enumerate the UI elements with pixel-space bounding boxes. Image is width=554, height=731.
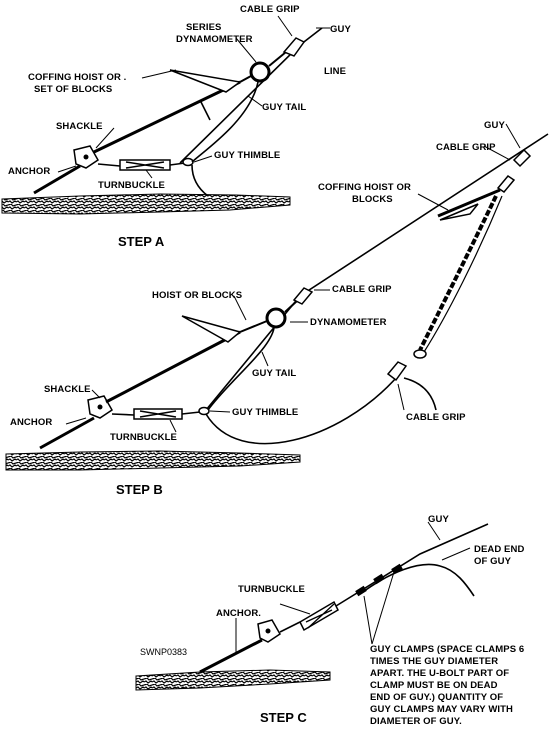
step-c-guy-clamp xyxy=(391,563,403,575)
step-a-guy-tail xyxy=(191,81,259,163)
step-b-hoist xyxy=(105,330,241,404)
step-b-cable-grip-top xyxy=(512,148,532,168)
step-a-title: STEP A xyxy=(118,234,165,249)
step-c-note-line: GUY CLAMPS MAY VARY WITH xyxy=(370,704,513,715)
step-a-anchor-rod xyxy=(33,164,81,195)
step-c-label-dead-end-2: OF GUY xyxy=(474,556,512,567)
step-b-label-guy: GUY xyxy=(484,120,505,131)
step-b-label-turnbuckle: TURNBUCKLE xyxy=(110,432,177,443)
step-b-anchor-rod xyxy=(39,416,95,450)
step-a-ground xyxy=(1,193,291,215)
step-c-label-guy: GUY xyxy=(428,514,449,525)
step-b-label-shackle: SHACKLE xyxy=(44,384,91,395)
step-c-anchor-rod xyxy=(199,638,263,674)
step-b-label-guy-thimble: GUY THIMBLE xyxy=(232,407,298,418)
step-c-clamp-note: GUY CLAMPS (SPACE CLAMPS 6 TIMES THE GUY… xyxy=(370,644,524,727)
step-a-label-line: LINE xyxy=(324,66,346,77)
step-c-label-anchor: ANCHOR. xyxy=(216,608,261,619)
step-a-label-hoist-2: SET OF BLOCKS xyxy=(34,84,112,95)
step-a-hoist xyxy=(93,80,241,154)
step-c-note-line: TIMES THE GUY DIAMETER xyxy=(370,656,498,667)
step-a-label-cable-grip: CABLE GRIP xyxy=(240,4,300,15)
step-a-label-anchor: ANCHOR xyxy=(8,166,50,177)
step-b-ground xyxy=(5,450,301,471)
step-a-dynamometer xyxy=(249,61,271,83)
step-a-label-dynamometer: DYNAMOMETER xyxy=(176,34,253,45)
step-a-guy-thimble xyxy=(182,157,194,167)
step-b-label-cable-grip-mid: CABLE GRIP xyxy=(332,284,392,295)
step-b-label-cable-grip-low: CABLE GRIP xyxy=(406,412,466,423)
step-a-label-guy-thimble: GUY THIMBLE xyxy=(214,150,280,161)
step-b-cable-grip-mid xyxy=(292,287,314,305)
step-c-guy-clamp xyxy=(355,585,367,597)
step-c-note-line: GUY CLAMPS (SPACE CLAMPS 6 xyxy=(370,644,524,655)
step-c-label-dead-end-1: DEAD END xyxy=(474,544,524,555)
step-a-label-guy: GUY xyxy=(330,24,351,35)
step-c-guy-clamp xyxy=(373,573,385,585)
step-a-guy-line xyxy=(179,27,323,164)
step-c-title: STEP C xyxy=(260,710,307,725)
step-b: GUY CABLE GRIP COFFING HOIST OR BLOCKS H… xyxy=(5,120,549,497)
step-c-label-turnbuckle: TURNBUCKLE xyxy=(238,584,305,595)
step-b-guy-tail xyxy=(205,377,397,445)
step-a: CABLE GRIP GUY SERIES DYNAMOMETER LINE C… xyxy=(1,4,351,249)
step-c-note-line: APART. THE U-BOLT PART OF xyxy=(370,668,509,679)
step-b-dynamometer xyxy=(265,307,287,329)
step-c-note-line: END OF GUY.) QUANTITY OF xyxy=(370,692,503,703)
step-b-label-dynamometer: DYNAMOMETER xyxy=(310,317,387,328)
step-c: GUY DEAD END OF GUY TURNBUCKLE ANCHOR. S… xyxy=(135,514,524,727)
step-b-label-hoist-1: COFFING HOIST OR xyxy=(318,182,411,193)
step-c-note-line: DIAMETER OF GUY. xyxy=(370,716,462,727)
step-a-label-turnbuckle: TURNBUCKLE xyxy=(98,180,165,191)
step-c-note-line: CLAMP MUST BE ON DEAD xyxy=(370,680,498,691)
step-c-ground xyxy=(135,669,331,691)
step-b-guy-thimble xyxy=(198,406,210,416)
step-b-label-cable-grip-top: CABLE GRIP xyxy=(436,142,496,153)
step-a-label-hoist-1: COFFING HOIST OR . xyxy=(28,72,126,83)
step-b-upper-hoist xyxy=(437,188,501,218)
step-b-label-anchor: ANCHOR xyxy=(10,417,52,428)
step-c-drawing-code: SWNP0383 xyxy=(140,647,187,657)
step-a-cable-grip xyxy=(282,37,306,57)
step-a-label-guy-tail: GUY TAIL xyxy=(262,102,306,113)
step-b-label-hoist-2: BLOCKS xyxy=(352,194,393,205)
step-b-title: STEP B xyxy=(116,482,163,497)
step-b-label-guy-tail: GUY TAIL xyxy=(252,368,296,379)
step-b-label-hoist-or-blocks: HOIST OR BLOCKS xyxy=(152,290,242,301)
step-a-label-series: SERIES xyxy=(186,22,221,33)
step-a-label-shackle: SHACKLE xyxy=(56,121,103,132)
step-b-cable-grip-low xyxy=(386,361,408,382)
